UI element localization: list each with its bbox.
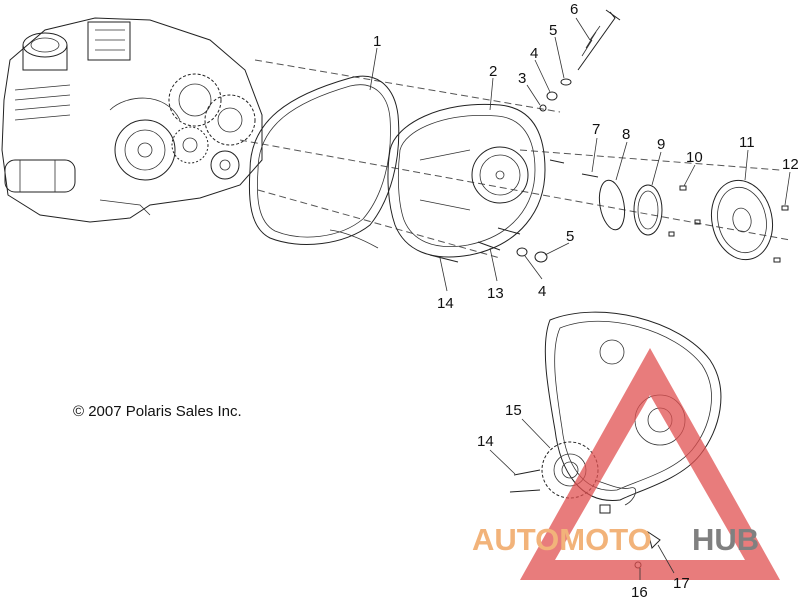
callout-13: 13 [487, 285, 504, 302]
callout-11: 11 [739, 134, 755, 151]
cover-gasket [248, 75, 400, 249]
callout-4-lower: 4 [538, 283, 546, 300]
engine-assembly [1, 17, 263, 223]
callout-16: 16 [631, 584, 648, 601]
callout-labels: 1 2 3 4 5 6 7 8 9 10 11 12 4 5 13 14 15 … [373, 1, 799, 601]
alignment-lines [239, 59, 791, 259]
callout-15: 15 [505, 402, 522, 419]
small-parts [429, 9, 789, 263]
callout-2: 2 [489, 63, 497, 80]
callout-9: 9 [657, 136, 665, 153]
copyright-notice: © 2007 Polaris Sales Inc. [73, 403, 242, 420]
callout-8: 8 [622, 126, 630, 143]
callout-5-lower: 5 [566, 228, 574, 245]
callout-7: 7 [592, 121, 600, 138]
watermark-triangle [520, 348, 780, 580]
callout-14: 14 [437, 295, 454, 312]
callout-17: 17 [673, 575, 690, 592]
watermark-part1: AUTOMOTO [472, 522, 652, 557]
callout-6: 6 [570, 1, 578, 18]
callout-5: 5 [549, 22, 557, 39]
leader-lines [369, 17, 791, 580]
callout-12: 12 [782, 156, 799, 173]
callout-10: 10 [686, 149, 703, 166]
callout-14-lower: 14 [477, 433, 494, 450]
callout-3: 3 [518, 70, 526, 87]
callout-1: 1 [373, 33, 381, 50]
automotohub-watermark: AUTOMOTO HUB [472, 348, 780, 580]
watermark-part2: HUB [692, 522, 759, 557]
stator-cover-assembly [509, 311, 722, 569]
callout-4: 4 [530, 45, 538, 62]
outer-clutch-cover [387, 103, 546, 258]
